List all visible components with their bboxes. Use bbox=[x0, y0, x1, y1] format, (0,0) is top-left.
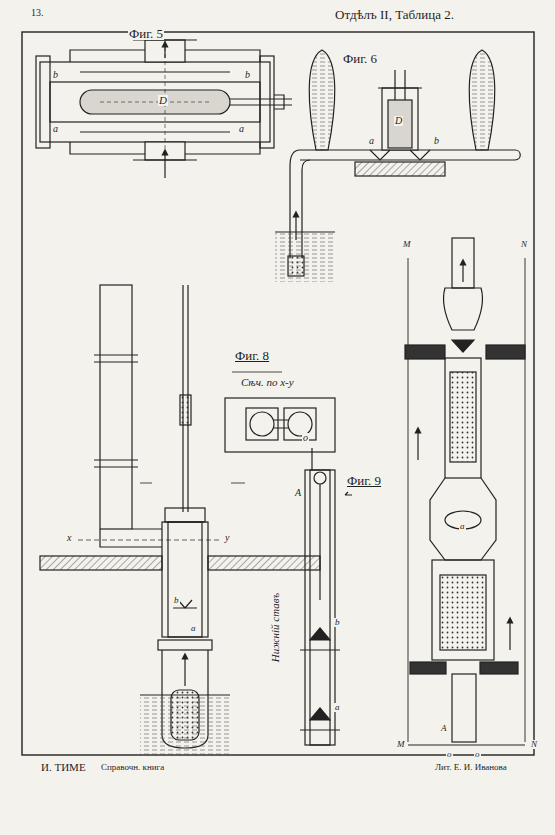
part-letter: x bbox=[66, 533, 72, 543]
part-letter: Лит. Е. И. Иванова bbox=[434, 763, 508, 772]
part-letter: b bbox=[173, 596, 180, 605]
figure-title: Отдѣлъ II, Таблица 2. bbox=[334, 8, 455, 21]
part-letter: a bbox=[52, 124, 59, 134]
part-letter: b bbox=[334, 618, 341, 627]
vertical-label: Нижній ставъ bbox=[270, 592, 281, 663]
part-letter: b bbox=[433, 136, 440, 146]
part-letter: Сѣч. по x-y bbox=[240, 377, 295, 388]
part-letter: a bbox=[368, 136, 375, 146]
fig8-pump bbox=[40, 285, 335, 755]
title-rule bbox=[140, 483, 245, 484]
part-letter: Справочн. книга bbox=[100, 763, 165, 772]
fig5-pump bbox=[36, 40, 292, 178]
part-letter: A bbox=[294, 488, 302, 498]
part-letter: И. ТИМЕ bbox=[40, 762, 87, 773]
part-letter: 13. bbox=[30, 8, 45, 18]
part-letter: a bbox=[334, 703, 341, 712]
fig6-pump bbox=[275, 50, 520, 282]
part-letter: N bbox=[530, 740, 538, 749]
part-letter: b bbox=[52, 70, 59, 80]
part-letter: o bbox=[446, 750, 453, 759]
part-letter: M bbox=[396, 740, 406, 749]
part-letter: a bbox=[459, 522, 466, 531]
part-letter: D bbox=[394, 116, 403, 126]
part-letter: a bbox=[238, 124, 245, 134]
part-letter: o bbox=[302, 433, 309, 443]
part-letter: o bbox=[474, 750, 481, 759]
fig9-lower-column bbox=[300, 448, 352, 745]
figure-title: Фиг. 5 bbox=[128, 27, 164, 40]
figure-title: Фиг. 9 bbox=[346, 474, 382, 487]
plate-frame bbox=[22, 32, 534, 755]
part-letter: y bbox=[224, 533, 230, 543]
part-letter: b bbox=[244, 70, 251, 80]
part-letter: N bbox=[520, 240, 528, 249]
figure-title: Фиг. 8 bbox=[234, 349, 270, 362]
part-letter: M bbox=[402, 240, 412, 249]
part-letter: D bbox=[158, 95, 168, 106]
part-letter: A bbox=[440, 724, 448, 733]
figure-title: Фиг. 6 bbox=[342, 52, 378, 65]
fig9-pump-column bbox=[405, 238, 525, 745]
part-letter: a bbox=[190, 624, 197, 633]
